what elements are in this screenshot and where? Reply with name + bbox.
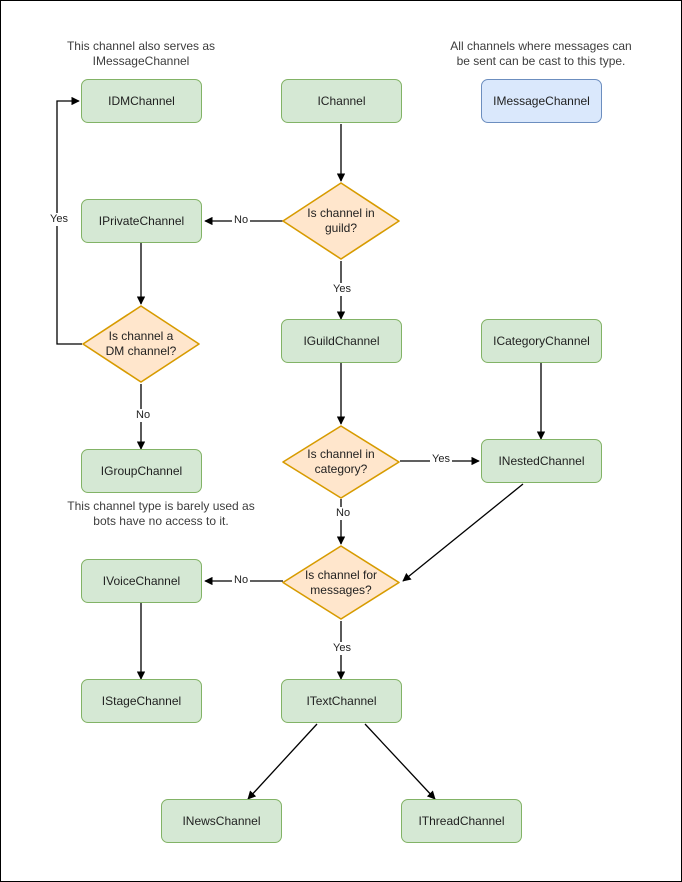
node-ichannel[interactable]: IChannel — [281, 79, 402, 123]
edge-text-to-thread — [364, 723, 436, 800]
note-dm-channel: This channel also serves as IMessageChan… — [41, 39, 241, 69]
decision-is-in-category[interactable]: Is channel in category? — [281, 424, 401, 500]
note-group-line1: This channel type is barely used as — [67, 499, 255, 513]
node-igroup-channel[interactable]: IGroupChannel — [81, 449, 202, 493]
diamond-shape — [282, 182, 400, 260]
decision-is-in-guild-label: Is channel in guild? — [281, 181, 401, 261]
edge-nested-to-messages — [402, 483, 524, 582]
decision-is-dm-channel-label: Is channel a DM channel? — [81, 304, 201, 384]
edge-text-to-news — [247, 723, 318, 800]
edge-label-dm-no: No — [134, 409, 153, 422]
node-inested-channel[interactable]: INestedChannel — [481, 439, 602, 483]
note-dm-line1: This channel also serves as — [66, 39, 216, 53]
node-idm-channel-label: IDMChannel — [108, 93, 175, 108]
edge-label-guild-yes: Yes — [331, 283, 353, 296]
note-message-line2: be sent can be cast to this type. — [456, 54, 626, 68]
note-message-line1: All channels where messages can — [450, 39, 632, 53]
node-ichannel-label: IChannel — [317, 93, 366, 108]
note-message-channel: All channels where messages can be sent … — [426, 39, 656, 69]
node-igroup-channel-label: IGroupChannel — [100, 463, 183, 478]
node-inews-channel-label: INewsChannel — [182, 813, 261, 828]
decision-is-in-guild-line2: guild? — [324, 221, 357, 235]
node-ivoice-channel-label: IVoiceChannel — [102, 573, 181, 588]
node-icategory-channel-label: ICategoryChannel — [493, 333, 590, 348]
diamond-shape — [82, 305, 200, 383]
note-group-line2: bots have no access to it. — [93, 514, 229, 528]
node-iprivate-channel[interactable]: IPrivateChannel — [81, 199, 202, 243]
node-idm-channel[interactable]: IDMChannel — [81, 79, 202, 123]
node-ivoice-channel[interactable]: IVoiceChannel — [81, 559, 202, 603]
node-itext-channel[interactable]: ITextChannel — [281, 679, 402, 723]
decision-is-in-category-line2: category? — [314, 462, 368, 476]
node-itext-channel-label: ITextChannel — [306, 693, 377, 708]
node-iguild-channel-label: IGuildChannel — [303, 333, 380, 348]
node-inews-channel[interactable]: INewsChannel — [161, 799, 282, 843]
decision-is-for-messages[interactable]: Is channel for messages? — [281, 544, 401, 621]
node-ithread-channel[interactable]: IThreadChannel — [401, 799, 522, 843]
decision-is-dm-channel-line2: DM channel? — [105, 344, 177, 358]
node-istage-channel[interactable]: IStageChannel — [81, 679, 202, 723]
node-istage-channel-label: IStageChannel — [101, 693, 182, 708]
decision-is-in-guild[interactable]: Is channel in guild? — [281, 181, 401, 261]
node-iprivate-channel-label: IPrivateChannel — [98, 213, 185, 228]
note-dm-line2: IMessageChannel — [92, 54, 190, 68]
decision-is-in-category-line1: Is channel in — [307, 447, 375, 461]
decision-is-for-messages-label: Is channel for messages? — [281, 544, 401, 621]
edge-label-category-no: No — [334, 507, 353, 520]
node-imessage-channel[interactable]: IMessageChannel — [481, 79, 602, 123]
node-inested-channel-label: INestedChannel — [498, 453, 585, 468]
decision-is-dm-channel-line1: Is channel a — [108, 329, 174, 343]
edge-label-dm-yes: Yes — [48, 213, 70, 226]
diamond-shape — [282, 545, 400, 620]
edge-label-messages-yes: Yes — [331, 642, 353, 655]
diamond-shape — [282, 425, 400, 499]
edge-label-category-yes: Yes — [430, 453, 452, 466]
decision-is-in-guild-line1: Is channel in — [307, 206, 375, 220]
decision-is-for-messages-line1: Is channel for — [304, 567, 378, 582]
node-iguild-channel[interactable]: IGuildChannel — [281, 319, 402, 363]
node-ithread-channel-label: IThreadChannel — [418, 813, 505, 828]
decision-is-for-messages-line2: messages? — [310, 582, 372, 597]
decision-is-in-category-label: Is channel in category? — [281, 424, 401, 500]
note-group-channel: This channel type is barely used as bots… — [31, 499, 291, 529]
edge-label-guild-no: No — [232, 214, 251, 227]
edge-label-messages-no: No — [232, 574, 251, 587]
node-imessage-channel-label: IMessageChannel — [493, 93, 590, 108]
node-icategory-channel[interactable]: ICategoryChannel — [481, 319, 602, 363]
decision-is-dm-channel[interactable]: Is channel a DM channel? — [81, 304, 201, 384]
